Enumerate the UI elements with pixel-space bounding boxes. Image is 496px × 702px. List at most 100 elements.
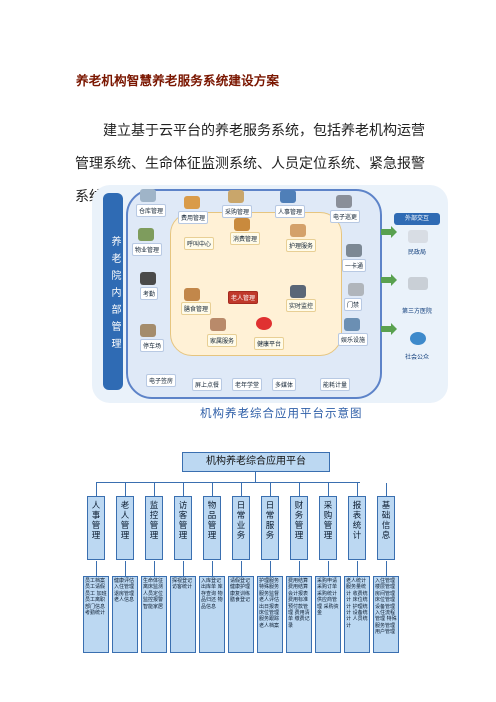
connector (241, 561, 242, 576)
external-item: 民政局 (407, 249, 426, 256)
category-box: 基础信息 (377, 496, 395, 560)
category-items: 请假登记 健康护理 康复训练 膳食登记 (228, 576, 254, 653)
connector (357, 483, 358, 496)
patrol-icon (336, 195, 352, 208)
category-items: 健康评估 入住管理 退房管理 老人信息 (112, 576, 138, 653)
module-top: 电子巡更 (330, 210, 361, 223)
connector (125, 561, 126, 576)
module-center: 老人管理 (228, 291, 259, 304)
connector (96, 482, 360, 483)
nursing-icon (290, 224, 306, 237)
category-items: 老人统计 服务量统计 收费统计 床位统计 护理统计 设备统计 人员统计 (344, 576, 370, 653)
connector (270, 561, 271, 576)
org-root: 机构养老综合应用平台 (182, 452, 330, 472)
module-inner: 护理服务 (286, 239, 317, 252)
connector (299, 483, 300, 496)
connector (328, 483, 329, 496)
connector (357, 561, 358, 576)
fee-icon (184, 196, 200, 209)
connector (241, 483, 242, 496)
category-box: 访客管理 (174, 496, 192, 560)
module-bottom: 能耗计量 (320, 378, 351, 391)
category-box: 人事管理 (87, 496, 105, 560)
arrow-right-icon (381, 226, 397, 238)
family-icon (210, 318, 226, 331)
connector (212, 483, 213, 496)
arrow-right-icon (381, 323, 397, 335)
connector (154, 483, 155, 496)
category-items: 生命体征 离床监测 人员定位 监控报警 智能家居 (141, 576, 167, 653)
public-icon (410, 332, 426, 345)
side-label: 养老院内部管理 (103, 193, 123, 390)
category-items: 探视登记 访客统计 (170, 576, 196, 653)
module-left: 考勤 (140, 287, 159, 300)
consume-icon (234, 218, 250, 231)
connector (328, 561, 329, 576)
connector (183, 483, 184, 496)
category-box: 报表统计 (348, 496, 366, 560)
intro-paragraph: 建立基于云平台的养老服务系统，包括养老机构运营管理系统、生命体征监测系统、人员定… (75, 123, 425, 205)
category-items: 采购申请 采购订单 采购统计 供应商管理 采购资金 (315, 576, 341, 653)
category-box: 日常服务 (261, 496, 279, 560)
connector (125, 483, 126, 496)
module-bottom: 多媒体 (272, 378, 297, 391)
category-items: 员工档案 员工请假 员工 加班 员工离职 部门信息 考勤统计 (83, 576, 109, 653)
module-top: 费用管理 (178, 211, 209, 224)
external-item: 社会公众 (404, 354, 429, 361)
module-inner: 膳食管理 (181, 302, 212, 315)
module-top: 仓库管理 (136, 204, 167, 217)
module-inner: 家属服务 (207, 334, 238, 347)
category-items: 入库登记 出库单 库存查询 物品归还 物品信息 (199, 576, 225, 653)
module-inner: 健康平台 (254, 337, 285, 350)
external-header: 外部交互 (394, 213, 440, 225)
connector (386, 483, 387, 496)
category-items: 费用结算 费用结算 会计报表 费用标准 预付款管理 费用清单 缴费记录 (286, 576, 312, 653)
connector (255, 471, 256, 482)
category-box: 采购管理 (319, 496, 337, 560)
category-box: 物品管理 (203, 496, 221, 560)
module-right: 娱乐设施 (338, 333, 369, 346)
module-inner: 呼叫中心 (184, 237, 215, 250)
module-inner: 实时监控 (286, 299, 317, 312)
module-left: 物业管理 (132, 243, 163, 256)
module-inner: 消费管理 (230, 232, 261, 245)
meal-icon (184, 288, 200, 301)
connector (96, 561, 97, 576)
diagram-caption: 机构养老综合应用平台示意图 (200, 406, 363, 420)
property-icon (138, 228, 154, 241)
leisure-icon (344, 318, 360, 331)
category-items: 护理服务 特殊服务 服务监督 老人评估 出日报表 床位管理 服务跟踪 老人档案 (257, 576, 283, 653)
door-icon (348, 283, 364, 296)
purchase-icon (228, 190, 244, 203)
module-bottom: 老年学堂 (232, 378, 263, 391)
hospital-icon (408, 277, 428, 290)
monitor-icon (290, 285, 306, 298)
connector (299, 561, 300, 576)
category-box: 老人管理 (116, 496, 134, 560)
card-icon (346, 244, 362, 257)
module-left: 停车场 (140, 339, 165, 352)
category-box: 日常业务 (232, 496, 250, 560)
category-items: 入住管理 楼层管理 房间管理 床位管理 设备管理 入住流程管理 特殊服务管理 用… (373, 576, 399, 653)
external-item: 第三方医院 (401, 308, 432, 315)
health-icon (256, 317, 272, 330)
warehouse-icon (140, 189, 156, 202)
module-right: 门禁 (344, 298, 363, 311)
connector (183, 561, 184, 576)
module-right: 一卡通 (342, 259, 367, 272)
category-box: 财务管理 (290, 496, 308, 560)
bureau-icon (408, 230, 428, 243)
attendance-icon (140, 272, 156, 285)
connector (386, 561, 387, 576)
module-bottom: 电子签房 (146, 374, 177, 387)
module-top: 采购管理 (222, 205, 253, 218)
category-box: 监控管理 (145, 496, 163, 560)
connector (270, 483, 271, 496)
module-top: 人事管理 (275, 205, 306, 218)
connector (154, 561, 155, 576)
hr-icon (280, 190, 296, 203)
connector (96, 483, 97, 496)
document-title: 养老机构智慧养老服务系统建设方案 (76, 73, 280, 88)
parking-icon (140, 324, 156, 337)
connector (212, 561, 213, 576)
